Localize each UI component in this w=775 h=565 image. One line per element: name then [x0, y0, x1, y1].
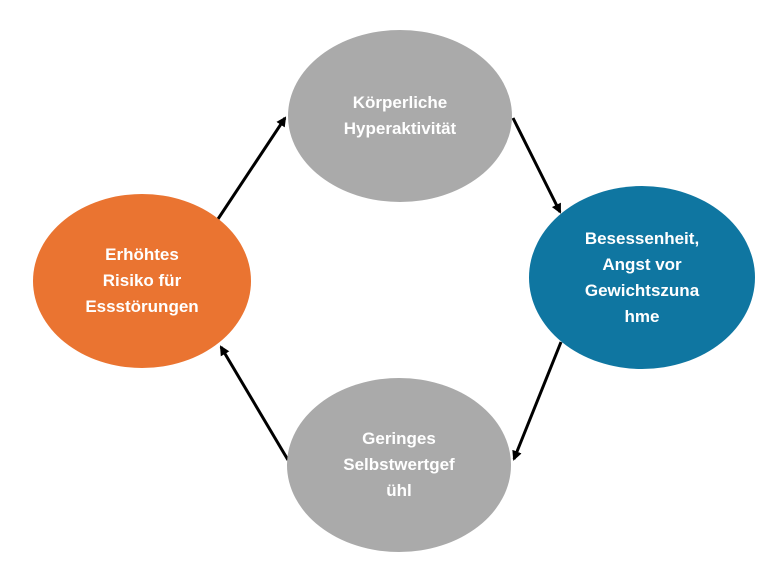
arrow-top-to-right [511, 117, 562, 214]
node-erhoehtes-risiko: Erhöhtes Risiko für Essstörungen [33, 194, 251, 368]
node-bottom-label: Geringes Selbstwertgef ühl [343, 429, 455, 500]
arrow-bottom-to-left [219, 345, 290, 461]
node-besessenheit-angst: Besessenheit, Angst vor Gewichtszuna hme [529, 186, 755, 369]
arrow-right-to-bottom [512, 341, 563, 461]
node-top-label: Körperliche Hyperaktivität [343, 93, 457, 138]
arrow-left-to-top [216, 116, 287, 220]
node-right-label: Besessenheit, Angst vor Gewichtszuna hme [584, 228, 700, 326]
node-koerperliche-hyperaktivitaet: Körperliche Hyperaktivität [288, 30, 512, 202]
node-geringes-selbstwertgefuehl: Geringes Selbstwertgef ühl [287, 378, 511, 552]
node-left-label: Erhöhtes Risiko für Essstörungen [85, 245, 199, 316]
